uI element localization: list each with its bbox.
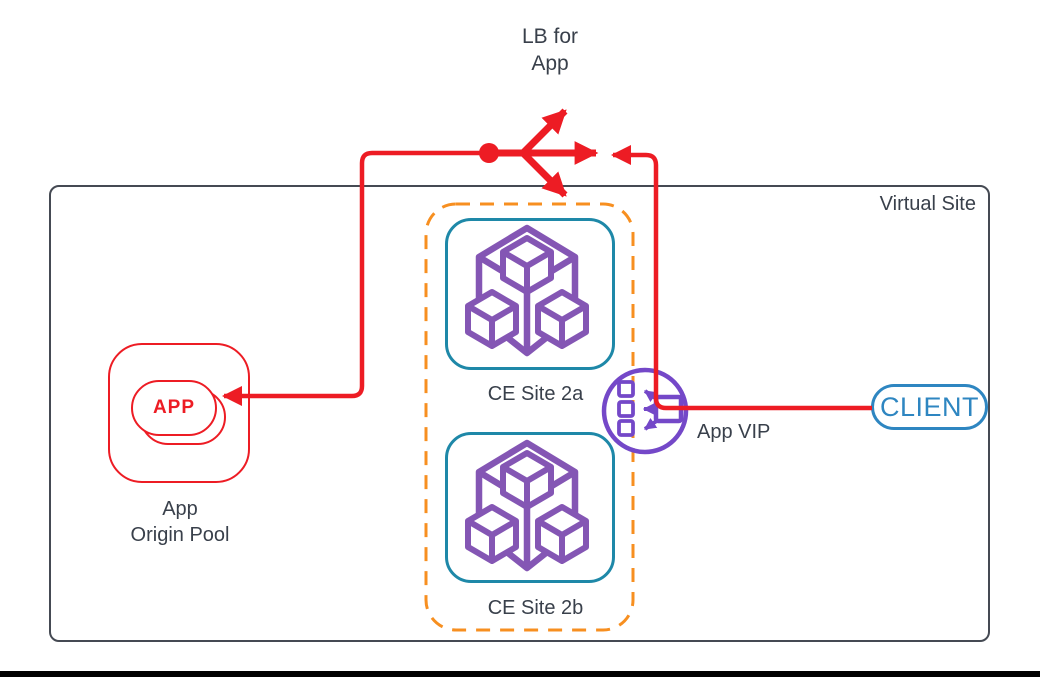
- ce-site-2b-box: [445, 432, 615, 583]
- client-node: CLIENT: [871, 384, 988, 430]
- lb-for-app-label: LB for App: [521, 25, 579, 75]
- virtual-site-label: Virtual Site: [879, 193, 976, 215]
- load-balancer-icon: [479, 108, 599, 198]
- app-pill: APP: [131, 380, 217, 436]
- client-label: CLIENT: [879, 391, 980, 422]
- bottom-divider-bar: [0, 671, 1040, 677]
- virtual-site-box: Virtual Site: [49, 185, 990, 642]
- ce-site-2a-box: [445, 218, 615, 370]
- app-badge-label: APP: [152, 397, 196, 418]
